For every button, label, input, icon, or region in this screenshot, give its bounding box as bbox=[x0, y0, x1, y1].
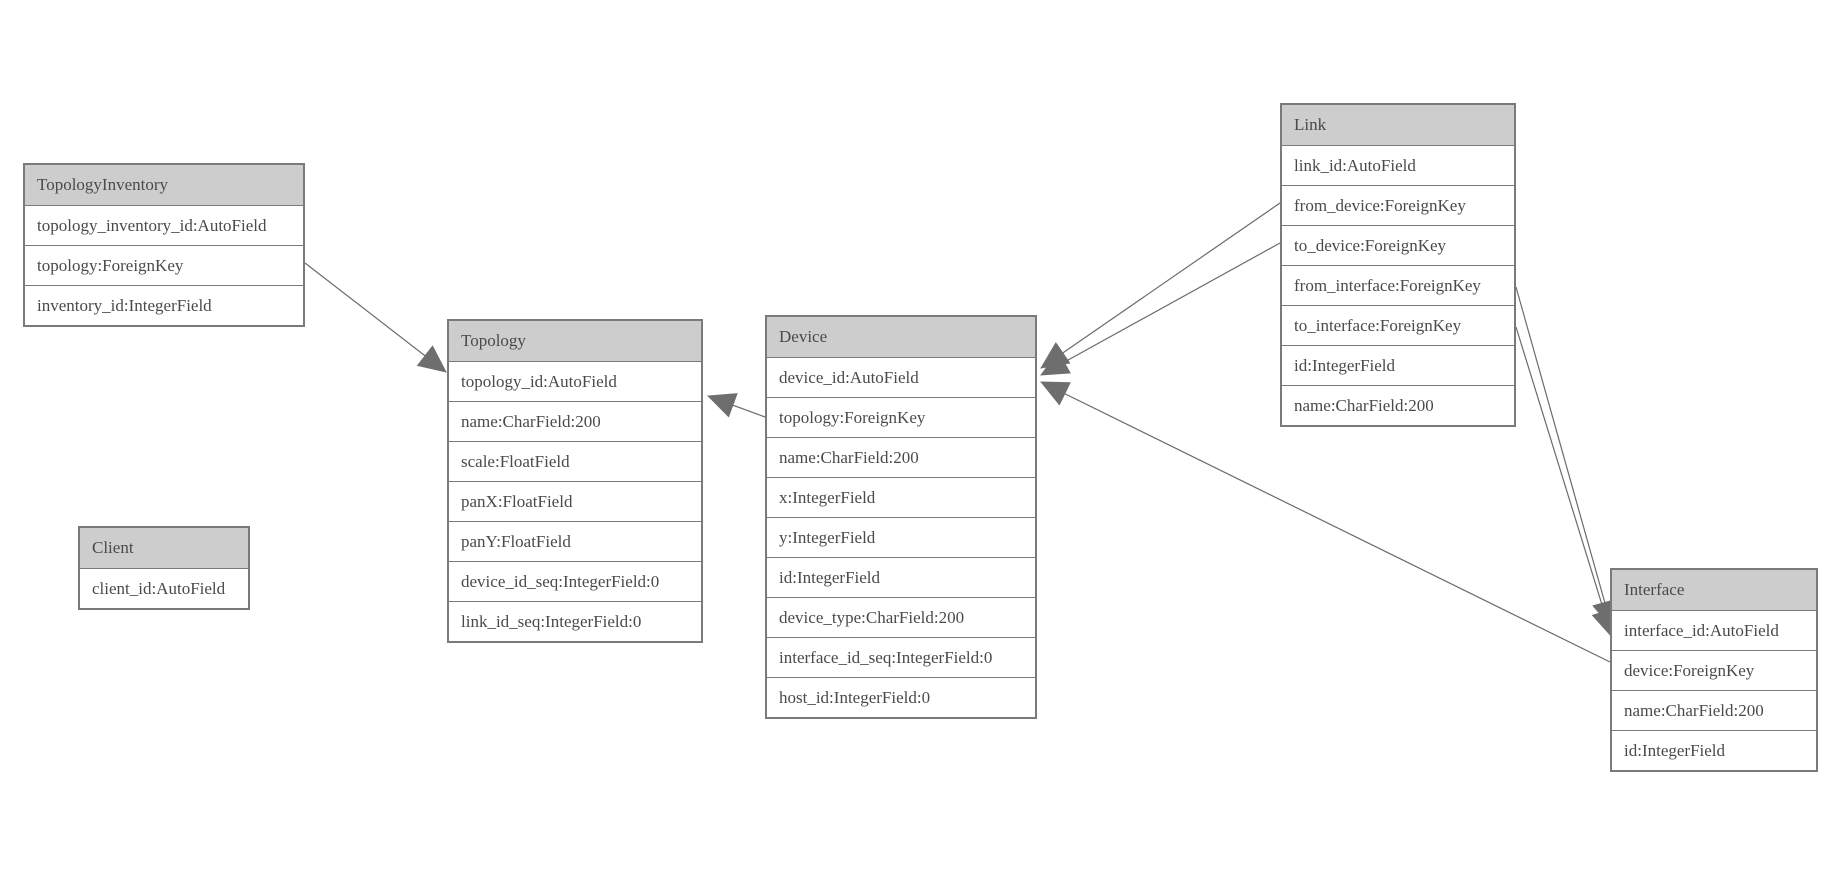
entity-field-row: device_id_seq:IntegerField:0 bbox=[449, 562, 701, 602]
entity-field-row: x:IntegerField bbox=[767, 478, 1035, 518]
entity-field-row: device_type:CharField:200 bbox=[767, 598, 1035, 638]
entity-field-row: panX:FloatField bbox=[449, 482, 701, 522]
entity-field-row: topology:ForeignKey bbox=[25, 246, 303, 286]
entity-field-row: inventory_id:IntegerField bbox=[25, 286, 303, 325]
entity-title-topology_inventory: TopologyInventory bbox=[25, 165, 303, 206]
entity-field-row: topology:ForeignKey bbox=[767, 398, 1035, 438]
edge-topologyinventory-topology bbox=[304, 262, 447, 373]
entity-title-device: Device bbox=[767, 317, 1035, 358]
edge-link-frominterface-interface bbox=[1515, 286, 1618, 629]
entity-field-row: panY:FloatField bbox=[449, 522, 701, 562]
entity-field-row: id:IntegerField bbox=[1282, 346, 1514, 386]
entity-title-client: Client bbox=[80, 528, 248, 569]
entity-field-row: to_interface:ForeignKey bbox=[1282, 306, 1514, 346]
entity-field-row: device_id:AutoField bbox=[767, 358, 1035, 398]
entity-title-topology: Topology bbox=[449, 321, 701, 362]
entity-field-row: topology_id:AutoField bbox=[449, 362, 701, 402]
entity-field-row: scale:FloatField bbox=[449, 442, 701, 482]
entity-field-row: to_device:ForeignKey bbox=[1282, 226, 1514, 266]
entity-field-row: name:CharField:200 bbox=[1282, 386, 1514, 425]
entity-field-row: name:CharField:200 bbox=[449, 402, 701, 442]
entity-field-row: name:CharField:200 bbox=[767, 438, 1035, 478]
entity-title-interface: Interface bbox=[1612, 570, 1816, 611]
entity-field-row: link_id_seq:IntegerField:0 bbox=[449, 602, 701, 641]
entity-field-row: link_id:AutoField bbox=[1282, 146, 1514, 186]
entity-field-row: host_id:IntegerField:0 bbox=[767, 678, 1035, 717]
edge-link-fromdevice-device bbox=[1040, 202, 1281, 369]
entity-field-row: topology_inventory_id:AutoField bbox=[25, 206, 303, 246]
edge-link-tointerface-interface bbox=[1515, 326, 1617, 638]
entity-title-link: Link bbox=[1282, 105, 1514, 146]
entity-field-row: id:IntegerField bbox=[767, 558, 1035, 598]
entity-field-row: id:IntegerField bbox=[1612, 731, 1816, 770]
entity-field-row: from_device:ForeignKey bbox=[1282, 186, 1514, 226]
edge-link-todevice-device bbox=[1040, 242, 1281, 376]
entity-field-row: from_interface:ForeignKey bbox=[1282, 266, 1514, 306]
entity-field-row: y:IntegerField bbox=[767, 518, 1035, 558]
entity-field-row: name:CharField:200 bbox=[1612, 691, 1816, 731]
entity-field-row: interface_id_seq:IntegerField:0 bbox=[767, 638, 1035, 678]
entity-field-row: interface_id:AutoField bbox=[1612, 611, 1816, 651]
edge-device-topology bbox=[707, 393, 766, 418]
entity-field-row: device:ForeignKey bbox=[1612, 651, 1816, 691]
entity-field-row: client_id:AutoField bbox=[80, 569, 248, 608]
